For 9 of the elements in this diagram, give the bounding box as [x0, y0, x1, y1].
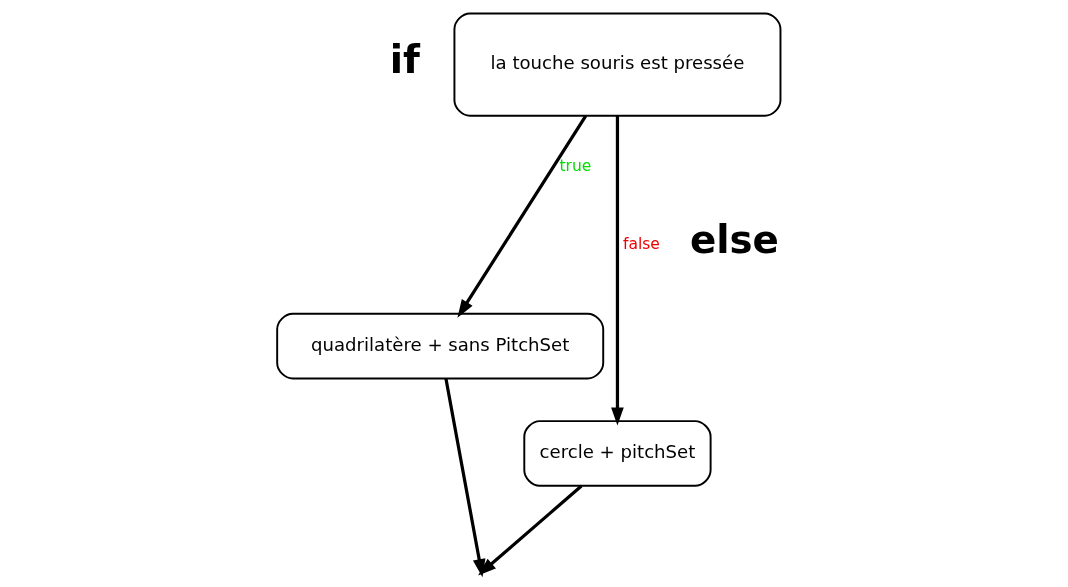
- edge-label: true: [559, 156, 592, 175]
- edge-label: false: [622, 234, 660, 253]
- node-box: quadrilatère + sans PitchSet: [276, 312, 605, 380]
- node-box: la touche souris est pressée: [453, 12, 782, 117]
- arrow: [611, 116, 624, 426]
- node-label: if: [389, 37, 420, 83]
- label: else: [689, 216, 779, 262]
- arrow: [457, 114, 588, 318]
- node-box: cercle + pitchSet: [523, 420, 712, 487]
